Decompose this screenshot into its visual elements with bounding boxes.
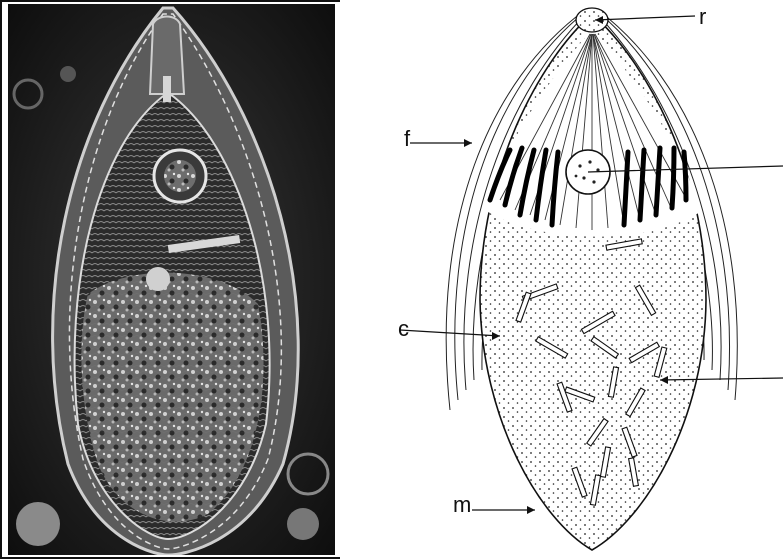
line-drawing [340, 0, 783, 559]
label-c: c [398, 318, 409, 340]
label-f: f [404, 128, 410, 150]
micrograph-photo [8, 4, 335, 555]
label-r: r [699, 6, 706, 28]
label-m: m [453, 494, 471, 516]
